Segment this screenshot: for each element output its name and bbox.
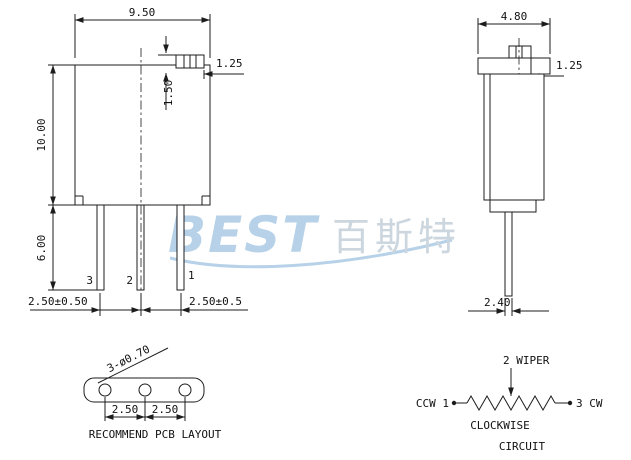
side-pin	[504, 211, 513, 297]
side-screw	[508, 45, 532, 59]
front-pin-length-dim: 6.00	[35, 235, 48, 262]
circuit-rotation-label: CLOCKWISE	[470, 419, 530, 432]
pcb-hole-note: 3-ø0.70	[105, 343, 152, 376]
side-body	[483, 73, 545, 201]
watermark-cjk-text: 百斯特	[332, 215, 461, 259]
circuit-resistor	[466, 394, 556, 412]
side-cap	[477, 57, 551, 75]
front-pin-label-2: 2	[126, 274, 133, 287]
pcb-outline	[83, 377, 205, 403]
side-pin-width-dim: 2.40	[484, 296, 511, 309]
front-top-offset-dim: 1.25	[216, 57, 243, 70]
side-view: 4.80 1.25 2.40	[468, 10, 583, 316]
pcb-pitch-dim-2: 2.50	[152, 403, 179, 416]
front-view: 9.50 1.50 1.25 10.00 6.00 3	[28, 6, 248, 316]
pcb-hole-3	[98, 383, 112, 397]
front-body	[74, 64, 211, 206]
circuit-caption: CIRCUIT	[499, 440, 546, 453]
pcb-caption: RECOMMEND PCB LAYOUT	[89, 428, 222, 441]
pcb-hole-leader	[97, 347, 169, 384]
pcb-pitch-dim-1: 2.50	[112, 403, 139, 416]
pcb-layout: 3-ø0.70 2.50 2.50 RECOMMEND PCB LAYOUT	[83, 343, 222, 441]
side-top-offset-dim: 1.25	[556, 59, 583, 72]
front-height-dim: 10.00	[35, 118, 48, 151]
front-pin-1	[176, 204, 185, 291]
front-pin-label-3: 3	[86, 274, 93, 287]
front-screw-depth-dim: 1.50	[162, 80, 175, 107]
circuit-ccw-label: CCW 1	[416, 397, 449, 410]
circuit-diagram: 2 WIPER CCW 1 3 CW CLOCKWISE CIRCUIT	[416, 354, 603, 453]
side-body-step	[489, 199, 537, 213]
front-pin-label-1: 1	[188, 269, 195, 282]
watermark-brand-text: BEST	[168, 206, 320, 264]
front-pin-3	[96, 204, 105, 291]
circuit-cw-label: 3 CW	[576, 397, 603, 410]
pcb-hole-2	[138, 383, 152, 397]
watermark: BEST 百斯特	[168, 206, 461, 269]
front-pitch-right-dim: 2.50±0.5	[189, 295, 242, 308]
front-pitch-left-dim: 2.50±0.50	[28, 295, 88, 308]
side-width-dim: 4.80	[501, 10, 528, 23]
pcb-hole-1	[178, 383, 192, 397]
circuit-terminal-3-dot	[567, 400, 573, 406]
front-width-dim: 9.50	[129, 6, 156, 19]
watermark-swoosh	[169, 238, 453, 269]
front-pin-2	[136, 204, 145, 291]
circuit-wiper-label: 2 WIPER	[503, 354, 550, 367]
